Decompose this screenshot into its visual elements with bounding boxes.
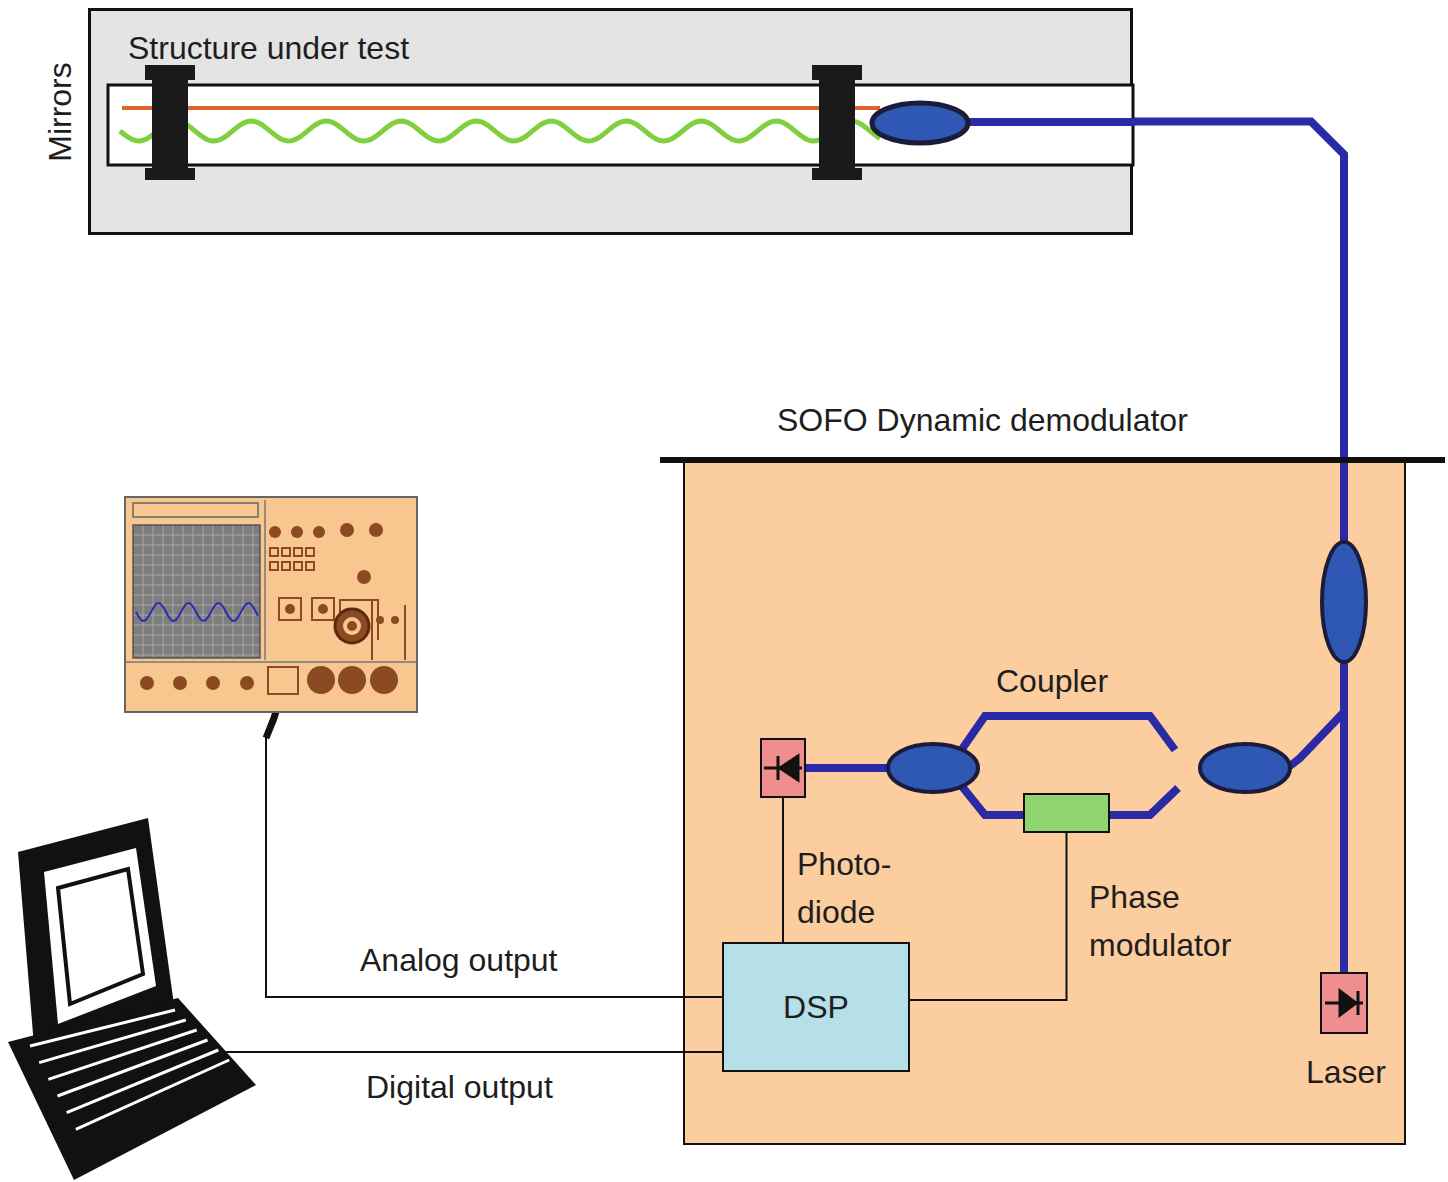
node-label: Photo- diode (797, 840, 907, 936)
photodiode: Photo- diode (760, 738, 806, 798)
demodulator-housing: SOFO Dynamic demodulatorPhoto- diodePhas… (683, 460, 1406, 1145)
fiber (968, 118, 1135, 126)
node-label: DSP (724, 944, 908, 1070)
fiber-coupler (1322, 542, 1366, 662)
dsp-box: DSP (722, 942, 910, 1072)
laser: Laser (1320, 972, 1368, 1034)
mirror-label: Mirrors (36, 62, 84, 162)
fiber-arm (1110, 788, 1178, 815)
channel (108, 85, 1133, 165)
node-label: Phase modulator (1089, 873, 1289, 969)
control-wire (910, 833, 1067, 1000)
anchor-clamp (145, 65, 195, 180)
oscilloscope (125, 497, 417, 712)
output-label: Analog output (360, 936, 558, 984)
fiber-coupler (872, 103, 968, 143)
test-structure: Structure under test (88, 8, 1133, 235)
diode-symbol (764, 756, 802, 780)
fiber (806, 764, 890, 772)
fiber-arm (960, 784, 1023, 815)
fiber-coupler (888, 744, 978, 792)
measurement-fiber (120, 121, 880, 141)
node-label: SOFO Dynamic demodulator (777, 396, 1188, 444)
phase-modulator: Phase modulator (1023, 793, 1110, 833)
reference-fiber (122, 106, 880, 110)
probe-cable (266, 688, 283, 738)
anchor-clamp (812, 65, 862, 180)
coupler-label: Coupler (996, 657, 1108, 705)
fiber (1290, 712, 1344, 766)
header-bar (660, 457, 1445, 463)
digital-wire (225, 1051, 722, 1053)
node-label: Laser (1276, 1048, 1416, 1096)
diode-symbol (1325, 991, 1363, 1015)
output-label: Digital output (366, 1063, 553, 1111)
signal-wire (782, 798, 784, 942)
laptop (8, 818, 256, 1180)
fiber-arm (960, 716, 1175, 752)
analog-wire (266, 735, 722, 997)
fiber-coupler (1200, 744, 1290, 792)
optical-fiber (1133, 122, 1344, 973)
node-label: Structure under test (128, 24, 409, 72)
